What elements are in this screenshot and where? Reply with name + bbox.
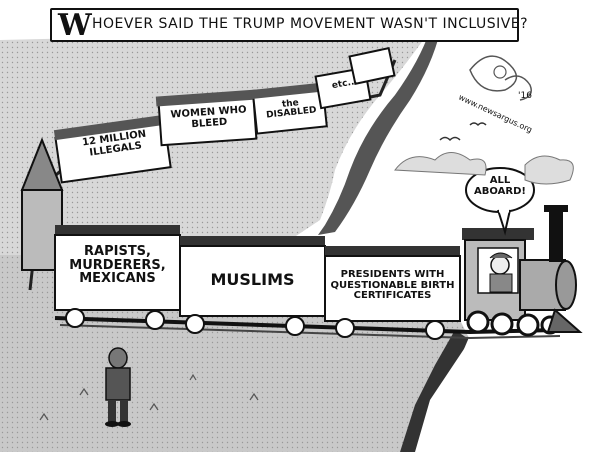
speech-balloon	[465, 167, 535, 236]
caption-initial: W	[58, 8, 92, 43]
car-muslims	[179, 236, 326, 336]
chasm-void	[420, 335, 600, 452]
speech-text: ALL ABOARD!	[474, 175, 526, 197]
chasm-rock	[400, 330, 470, 452]
upper-car-women	[155, 89, 260, 147]
station-roof	[20, 137, 64, 191]
artist-signature-scribble	[469, 55, 532, 101]
car-label-rapists: RAPISTS, MURDERERS, MEXICANS	[69, 244, 166, 287]
bird-icon	[439, 136, 461, 142]
caption-text: HOEVER SAID THE TRUMP MOVEMENT WASN'T IN…	[92, 16, 529, 32]
grass-tufts	[39, 373, 259, 421]
caption-box: W HOEVER SAID THE TRUMP MOVEMENT WASN'T …	[50, 8, 528, 43]
cloud	[524, 155, 574, 185]
upper-car-etc	[314, 46, 396, 110]
signature-year: '16	[518, 91, 532, 101]
bird-icon	[469, 122, 487, 127]
car-presidents	[324, 246, 461, 340]
car-label-muslims: MUSLIMS	[210, 270, 295, 289]
cloud	[394, 152, 487, 176]
onlooker-figure	[105, 347, 131, 427]
upper-car-illegals	[53, 113, 173, 184]
cliff-edge	[318, 30, 440, 235]
engineer-figure	[477, 247, 519, 294]
car-label-presidents: PRESIDENTS WITH QUESTIONABLE BIRTH CERTI…	[330, 269, 455, 301]
